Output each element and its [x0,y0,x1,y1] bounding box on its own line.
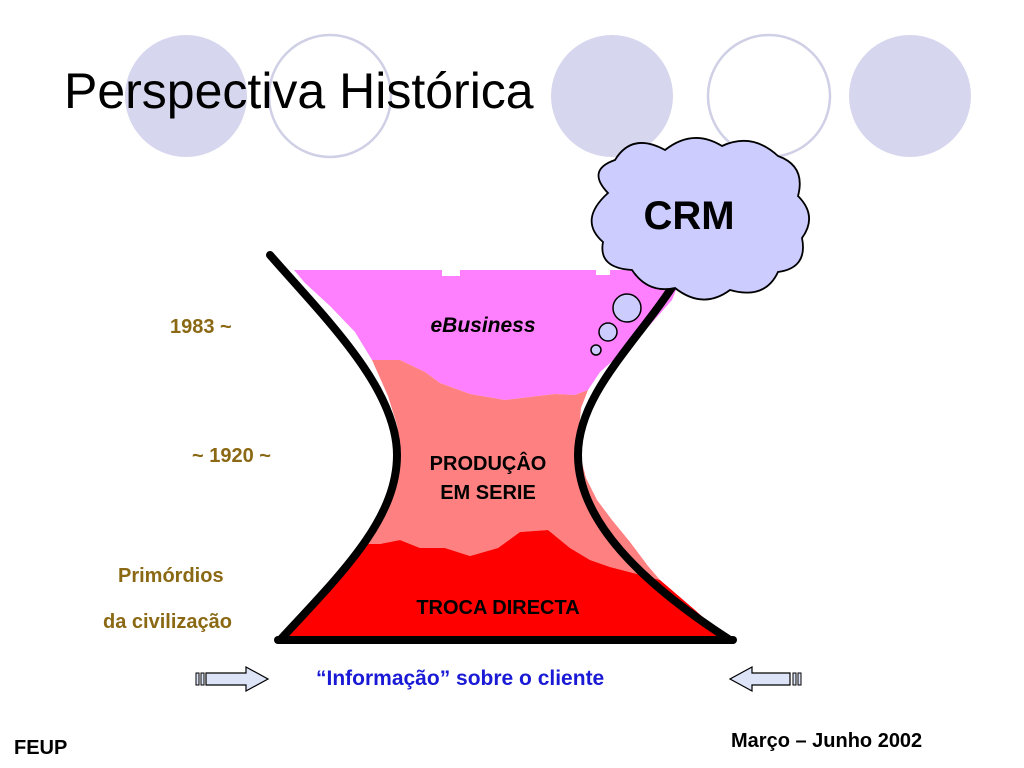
thought-bubble-medium [598,322,618,342]
decor-circle-filled-3 [849,35,971,157]
footer-left: FEUP [14,737,68,759]
layer-ebusiness [294,270,684,400]
decor-circle-filled-1 [125,35,247,157]
right-pointing-arrow-icon [195,665,270,693]
left-pointing-arrow-icon [728,665,802,693]
thought-bubble-large [612,293,642,323]
layer-producao-em-serie [366,360,660,580]
era-label-da-civilizacao: da civilização [103,611,232,633]
label-producao-line1: PRODUÇÂO [430,451,547,475]
label-troca-directa: TROCA DIRECTA [416,597,579,619]
hourglass-right-edge [573,271,734,644]
decor-circle-outline-1 [267,33,393,159]
label-ebusiness: eBusiness [430,314,535,337]
cloud-shape [590,137,810,301]
cloud-label-crm: CRM [643,194,734,238]
layer-troca-directa [282,530,728,640]
thought-bubble-small [590,344,602,356]
decor-circle-filled-2 [551,35,673,157]
footer-right: Março – Junho 2002 [731,730,923,752]
era-label-1983: 1983 ~ [170,316,232,338]
era-label-primordios: Primórdios [118,565,224,587]
hourglass-left-edge [266,251,402,644]
label-producao-line2: EM SERIE [440,482,536,504]
era-label-1920: ~ 1920 ~ [192,445,271,467]
slide-title: Perspectiva Histórica [64,63,534,119]
bottom-caption: “Informação” sobre o cliente [316,667,605,690]
